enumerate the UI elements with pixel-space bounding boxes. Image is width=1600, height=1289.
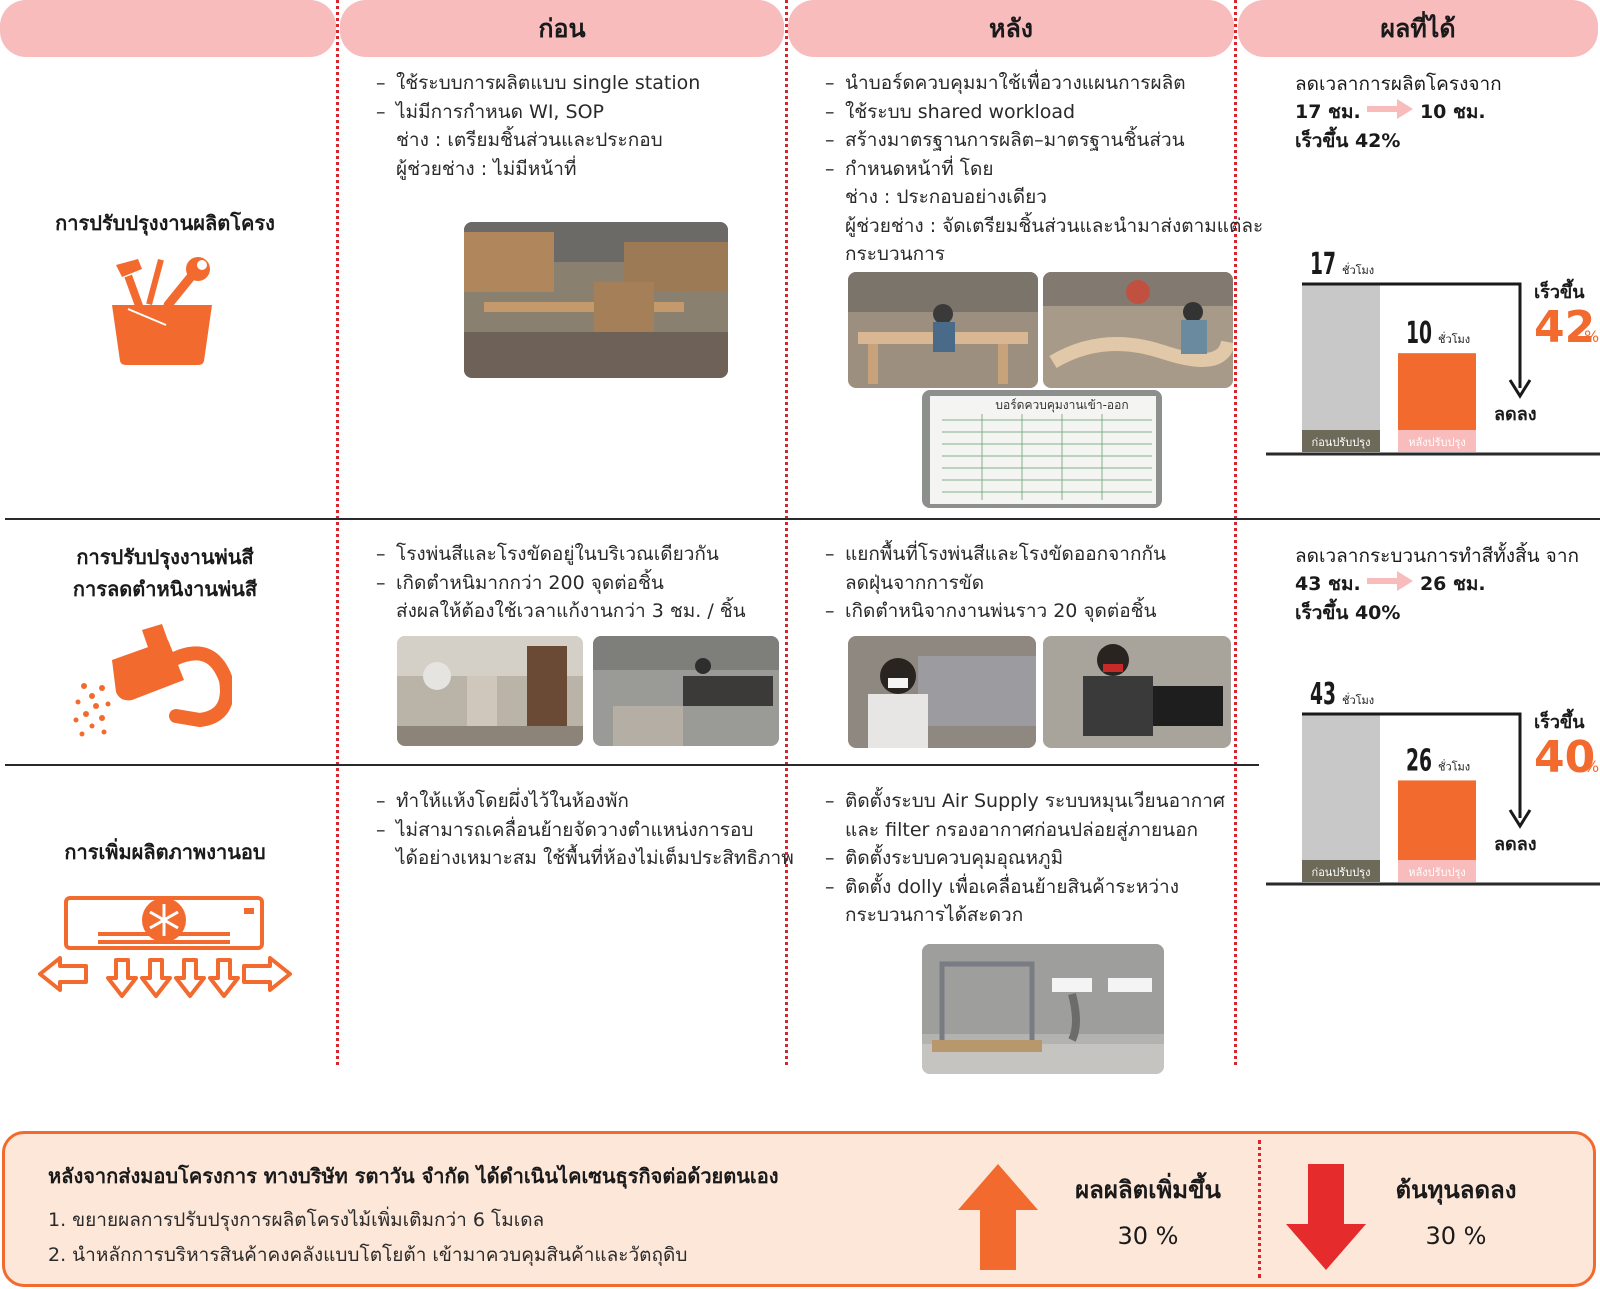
before-list: ทำให้แห้งโดยผึ่งไว้ในห้องพัก ไม่สามารถเค…: [376, 787, 794, 873]
air-conditioner-icon: [38, 896, 292, 998]
bar-category-label: หลังปรับปรุง: [1408, 436, 1466, 449]
header-blank: [0, 0, 336, 57]
before-list: โรงพ่นสีและโรงขัดอยู่ในบริเวณเดียวกัน เก…: [376, 540, 746, 626]
photo-spray-room-before-1: [397, 636, 583, 746]
speed-annotation: เร็วขึ้น: [1534, 708, 1585, 733]
row-divider: [5, 518, 1600, 520]
result-arrow-icon: [1367, 570, 1414, 599]
before-list: ใช้ระบบการผลิตแบบ single station ไม่มีกา…: [376, 69, 700, 183]
bar-value-label: 26: [1406, 743, 1432, 778]
speed-percent-sign: %: [1584, 327, 1599, 346]
after-list: ติดตั้งระบบ Air Supply ระบบหมุนเวียนอากา…: [825, 787, 1225, 930]
spray-gun-icon: [73, 624, 232, 737]
speed-percent: 40: [1534, 732, 1595, 783]
column-divider: [785, 0, 788, 1065]
photo-workshop-before: [464, 222, 728, 378]
bar-category-bg: [1302, 430, 1380, 452]
row-label: การปรับปรุงงานพ่นสี การลดตำหนิงานพ่นสี: [72, 545, 258, 601]
arrow-down-icon: [1508, 379, 1532, 399]
row-divider: [5, 764, 1259, 766]
header-result: ผลที่ได้: [1238, 0, 1598, 57]
result-from: 43 ชม.: [1295, 573, 1361, 595]
bar-category-bg: [1398, 430, 1476, 452]
after-list: นำบอร์ดควบคุมมาใช้เพื่อวางแผนการผลิต ใช้…: [825, 69, 1263, 269]
photo-parts-after: [1043, 272, 1233, 388]
bar-category-label: หลังปรับปรุง: [1408, 866, 1466, 879]
arrow-down-icon: [1508, 809, 1532, 829]
bar-after: [1398, 353, 1476, 430]
bar-unit-label: ชั่วโมง: [1342, 262, 1374, 277]
bar-value-label: 10: [1406, 316, 1432, 351]
header-after: หลัง: [788, 0, 1234, 57]
bar-category-label: ก่อนปรับปรุง: [1312, 866, 1371, 879]
bar-unit-label: ชั่วโมง: [1438, 758, 1470, 773]
result-to: 10 ชม.: [1419, 101, 1486, 123]
column-divider: [1234, 0, 1237, 1065]
result-text: ลดเวลากระบวนการทำสีทั้งสิ้น จาก 43 ชม. 2…: [1295, 545, 1579, 624]
speed-percent: 42: [1534, 302, 1595, 353]
column-divider: [336, 0, 339, 1065]
reduction-line: [1302, 282, 1522, 388]
arrow-up-icon: [958, 1164, 1038, 1270]
bar-category-bg: [1302, 860, 1380, 882]
bar-before: [1302, 714, 1380, 860]
bar-unit-label: ชั่วโมง: [1438, 331, 1470, 346]
bar-unit-label: ชั่วโมง: [1342, 692, 1374, 707]
direction-label: ลดลง: [1494, 404, 1537, 425]
toolbox-icon: [112, 257, 212, 365]
arrow-down-icon: [1286, 1164, 1366, 1270]
control-board-title: บอร์ดควบคุมงานเข้า-ออก: [995, 398, 1129, 412]
bar-category-label: ก่อนปรับปรุง: [1312, 436, 1371, 449]
after-list: แยกพื้นที่โรงพ่นสีและโรงขัดออกจากกัน ลดฝ…: [825, 540, 1166, 626]
summary-title: หลังจากส่งมอบโครงการ ทางบริษัท รตาวัน จำ…: [48, 1164, 779, 1188]
bar-value-label: 17: [1310, 247, 1336, 282]
speed-annotation: เร็วขึ้น: [1534, 278, 1585, 303]
reduction-line: [1302, 712, 1522, 818]
row-label: การปรับปรุงงานผลิตโครง: [55, 211, 275, 235]
bar-category-bg: [1398, 860, 1476, 882]
productivity-value: 30 %: [1117, 1222, 1179, 1250]
photo-spray-room-before-2: [593, 636, 779, 746]
summary-divider: [1258, 1140, 1261, 1278]
result-to: 26 ชม.: [1419, 573, 1486, 595]
photo-drying-room-after: [922, 944, 1164, 1074]
row-label: การเพิ่มผลิตภาพงานอบ: [64, 840, 266, 864]
photo-control-board: [922, 390, 1162, 508]
bar-value-label: 43: [1310, 677, 1336, 712]
result-from: 17 ชม.: [1295, 101, 1361, 123]
bar-after: [1398, 780, 1476, 860]
summary-item: 2. นำหลักการบริหารสินค้าคงคลังแบบโตโยต้า…: [48, 1244, 688, 1266]
header-before: ก่อน: [340, 0, 784, 57]
direction-label: ลดลง: [1494, 834, 1537, 855]
photo-assembly-after: [848, 272, 1038, 388]
photo-painting-after-2: [1043, 636, 1231, 748]
productivity-label: ผลผลิตเพิ่มขึ้น: [1075, 1176, 1221, 1204]
photo-painting-after-1: [848, 636, 1036, 748]
speed-percent-sign: %: [1584, 757, 1599, 776]
bar-before: [1302, 284, 1380, 430]
cost-label: ต้นทุนลดลง: [1395, 1176, 1517, 1204]
cost-value: 30 %: [1425, 1222, 1487, 1250]
result-text: ลดเวลาการผลิตโครงจาก 17 ชม. 10 ชม. เร็วข…: [1295, 73, 1502, 152]
result-arrow-icon: [1367, 98, 1414, 127]
summary-item: 1. ขยายผลการปรับปรุงการผลิตโครงไม้เพิ่มเ…: [48, 1209, 545, 1231]
